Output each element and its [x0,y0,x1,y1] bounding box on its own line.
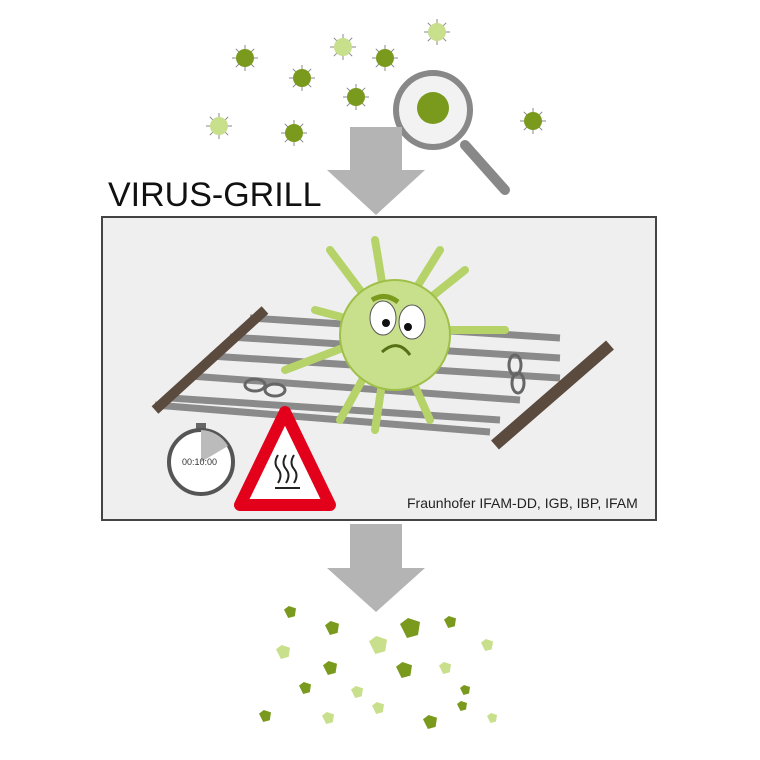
virus-fragment [444,616,456,628]
virus-fragment [396,662,412,678]
virus-icon [372,45,398,71]
virus-fragment [400,618,420,638]
virus-character [243,236,526,434]
virus-fragment [323,661,337,675]
virus-icon-group [206,19,546,146]
virus-fragment [284,606,296,618]
virus-fragments-icon [259,606,497,729]
virus-fragment [259,710,271,722]
virus-icon [424,19,450,45]
virus-icon [232,45,258,71]
credit-text: Fraunhofer IFAM-DD, IGB, IBP, IFAM [407,495,638,511]
virus-fragment [351,686,363,698]
virus-icon [206,113,232,139]
hot-surface-warning-icon [234,406,336,511]
virus-fragment [423,715,437,729]
virus-fragment [460,685,470,695]
down-arrow-icon [327,524,425,612]
virus-fragment [322,712,334,724]
virus-icon [330,34,356,60]
down-arrow-icon [327,127,425,215]
page-title: VIRUS-GRILL [108,176,322,214]
virus-fragment [325,621,339,635]
virus-icon [289,65,315,91]
virus-fragment [369,636,387,654]
virus-icon [520,108,546,134]
magnifier-icon [393,70,510,195]
virus-fragment [457,701,467,711]
stopwatch-icon [167,423,235,496]
virus-fragment [487,713,497,723]
virus-fragment [276,645,290,659]
virus-icon [281,120,307,146]
virus-fragment [299,682,311,694]
virus-fragment [439,662,451,674]
virus-fragment [372,702,384,714]
timer-label: 00:10:00 [182,457,218,467]
virus-fragment [481,639,493,651]
virus-icon [343,84,369,110]
